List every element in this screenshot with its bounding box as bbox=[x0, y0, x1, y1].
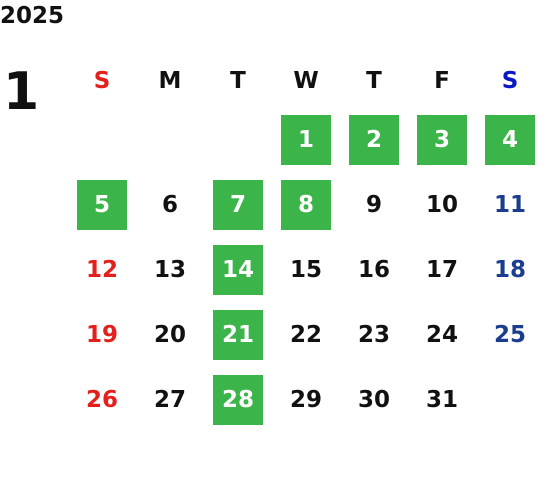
day-number: 28 bbox=[213, 374, 263, 425]
day-number: 7 bbox=[213, 179, 263, 230]
calendar-day[interactable]: 20 bbox=[136, 302, 204, 367]
day-number: 6 bbox=[161, 191, 178, 218]
calendar-day[interactable]: 25 bbox=[476, 302, 544, 367]
year-label: 2025 bbox=[0, 3, 65, 29]
day-number: 11 bbox=[493, 191, 526, 218]
day-number: 26 bbox=[85, 386, 118, 413]
calendar-day-marked[interactable]: 3 bbox=[408, 107, 476, 172]
day-number: 19 bbox=[85, 321, 118, 348]
day-number: 27 bbox=[153, 386, 186, 413]
empty-cell bbox=[68, 107, 136, 172]
calendar-day[interactable]: 6 bbox=[136, 172, 204, 237]
day-number: 21 bbox=[213, 309, 263, 360]
day-number: 15 bbox=[289, 256, 322, 283]
calendar-day[interactable]: 22 bbox=[272, 302, 340, 367]
calendar-day-marked[interactable]: 4 bbox=[476, 107, 544, 172]
calendar-day[interactable]: 29 bbox=[272, 367, 340, 432]
calendar-day[interactable]: 10 bbox=[408, 172, 476, 237]
day-number: 4 bbox=[485, 114, 535, 165]
day-number: 23 bbox=[357, 321, 390, 348]
calendar-day[interactable]: 17 bbox=[408, 237, 476, 302]
calendar-day[interactable]: 26 bbox=[68, 367, 136, 432]
day-number: 9 bbox=[365, 191, 382, 218]
day-number: 5 bbox=[77, 179, 127, 230]
calendar-day[interactable]: 13 bbox=[136, 237, 204, 302]
day-number: 22 bbox=[289, 321, 322, 348]
month-number: 1 bbox=[3, 62, 40, 122]
calendar-day[interactable]: 31 bbox=[408, 367, 476, 432]
calendar-day-marked[interactable]: 7 bbox=[204, 172, 272, 237]
empty-cell bbox=[204, 107, 272, 172]
day-number: 25 bbox=[493, 321, 526, 348]
weekday-header: M bbox=[158, 68, 182, 94]
calendar-day[interactable]: 27 bbox=[136, 367, 204, 432]
calendar-day-marked[interactable]: 8 bbox=[272, 172, 340, 237]
weekday-header: W bbox=[293, 68, 319, 94]
calendar-day-marked[interactable]: 14 bbox=[204, 237, 272, 302]
calendar-day-marked[interactable]: 1 bbox=[272, 107, 340, 172]
calendar-day-marked[interactable]: 2 bbox=[340, 107, 408, 172]
weekday-header: T bbox=[366, 68, 382, 94]
calendar-day[interactable]: 19 bbox=[68, 302, 136, 367]
weekday-header: T bbox=[230, 68, 246, 94]
calendar-day-marked[interactable]: 5 bbox=[68, 172, 136, 237]
day-number: 12 bbox=[85, 256, 118, 283]
weekday-header: S bbox=[93, 68, 111, 94]
calendar-day[interactable]: 23 bbox=[340, 302, 408, 367]
calendar-day[interactable]: 15 bbox=[272, 237, 340, 302]
day-number: 31 bbox=[425, 386, 458, 413]
day-number: 17 bbox=[425, 256, 458, 283]
calendar-day[interactable]: 9 bbox=[340, 172, 408, 237]
weekday-header: S bbox=[501, 68, 519, 94]
day-number: 3 bbox=[417, 114, 467, 165]
weekday-header: F bbox=[434, 68, 450, 94]
day-number: 24 bbox=[425, 321, 458, 348]
calendar-day-marked[interactable]: 28 bbox=[204, 367, 272, 432]
day-number: 16 bbox=[357, 256, 390, 283]
calendar-day[interactable]: 18 bbox=[476, 237, 544, 302]
calendar-day-marked[interactable]: 21 bbox=[204, 302, 272, 367]
day-number: 13 bbox=[153, 256, 186, 283]
day-number: 18 bbox=[493, 256, 526, 283]
day-number: 1 bbox=[281, 114, 331, 165]
calendar-day[interactable]: 11 bbox=[476, 172, 544, 237]
calendar-day[interactable]: 12 bbox=[68, 237, 136, 302]
calendar-day[interactable]: 16 bbox=[340, 237, 408, 302]
day-number: 8 bbox=[281, 179, 331, 230]
calendar-day[interactable]: 24 bbox=[408, 302, 476, 367]
day-number: 10 bbox=[425, 191, 458, 218]
day-number: 2 bbox=[349, 114, 399, 165]
calendar-day[interactable]: 30 bbox=[340, 367, 408, 432]
empty-cell bbox=[136, 107, 204, 172]
day-number: 20 bbox=[153, 321, 186, 348]
day-number: 14 bbox=[213, 244, 263, 295]
day-number: 30 bbox=[357, 386, 390, 413]
day-number: 29 bbox=[289, 386, 322, 413]
